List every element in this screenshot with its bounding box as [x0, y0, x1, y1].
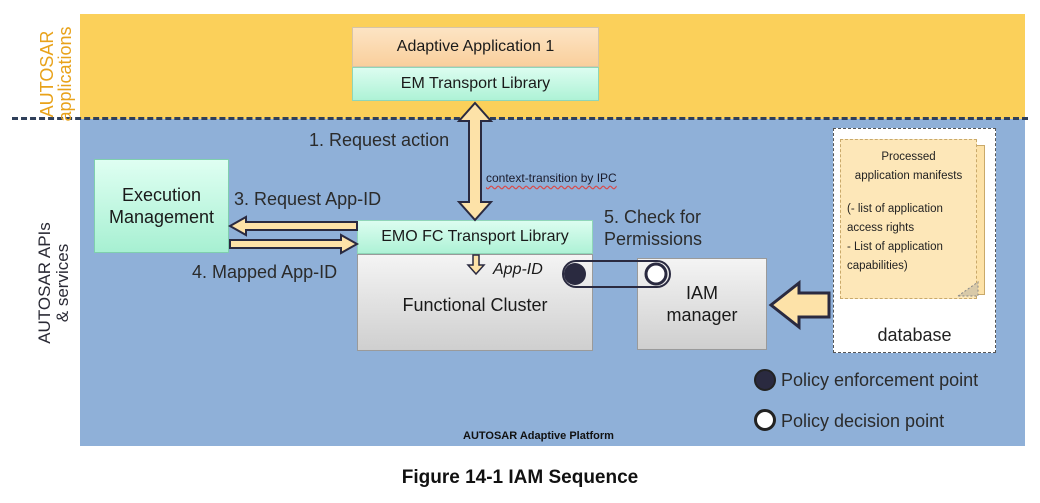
functional-cluster-label: Functional Cluster [402, 295, 548, 315]
emo-fc-transport-library-box[interactable]: EMO FC Transport Library [357, 220, 593, 254]
app-id-down-arrow [466, 254, 486, 276]
legend-enforcement-icon [754, 369, 776, 391]
step-request-app-id-label: 3. Request App-ID [234, 189, 382, 209]
step-check-permissions-label: 5. Check for Permissions [604, 206, 702, 250]
database-to-iam-arrow [768, 279, 831, 331]
adaptive-application-label: Adaptive Application 1 [396, 38, 555, 55]
manifest-title-line1: Processed [881, 151, 936, 163]
processed-manifests-document[interactable]: Processed application manifests (- list … [840, 139, 977, 299]
step-check-permissions-line1: 5. Check for [604, 207, 702, 227]
execution-management-label-line1: Execution [121, 185, 202, 205]
iam-manager-label-line2: manager [666, 305, 738, 325]
step-mapped-app-id-label: 4. Mapped App-ID [192, 262, 338, 282]
manifest-item1-line1: (- list of application [847, 203, 943, 215]
request-app-id-arrow [227, 215, 358, 237]
database-label: database [877, 325, 952, 345]
figure-caption: Figure 14-1 IAM Sequence [401, 467, 639, 488]
legend-enforcement-label: Policy enforcement point [781, 370, 979, 390]
execution-management-label-line2: Management [108, 207, 215, 227]
manifest-item2-line2: capabilities) [847, 260, 908, 272]
pep-pdp-link [562, 260, 671, 288]
legend-decision-icon [754, 409, 776, 431]
layer-divider [12, 117, 1028, 120]
policy-decision-point-icon [644, 262, 668, 286]
manifest-item2-line1: - List of application [847, 241, 943, 253]
context-transition-label: context-transition by IPC [486, 171, 617, 185]
execution-management-box[interactable]: Execution Management [94, 159, 229, 253]
app-id-label: App-ID [493, 261, 543, 278]
adaptive-application-box[interactable]: Adaptive Application 1 [352, 27, 599, 67]
platform-label: AUTOSAR Adaptive Platform [463, 430, 614, 442]
ipc-double-arrow [456, 101, 494, 222]
iam-manager-label-line1: IAM [685, 283, 718, 303]
policy-enforcement-point-icon [564, 263, 586, 285]
emo-fc-transport-library-label: EMO FC Transport Library [381, 228, 569, 245]
document-fold-icon [956, 281, 979, 297]
manifest-title-line2: application manifests [854, 170, 963, 182]
mapped-app-id-arrow [229, 233, 360, 255]
legend-decision-label: Policy decision point [781, 411, 945, 431]
step-check-permissions-line2: Permissions [604, 229, 703, 249]
em-transport-library-box[interactable]: EM Transport Library [352, 67, 599, 101]
step-request-action-label: 1. Request action [309, 130, 450, 150]
em-transport-library-label: EM Transport Library [400, 75, 551, 92]
manifest-item1-line2: access rights [847, 222, 915, 234]
